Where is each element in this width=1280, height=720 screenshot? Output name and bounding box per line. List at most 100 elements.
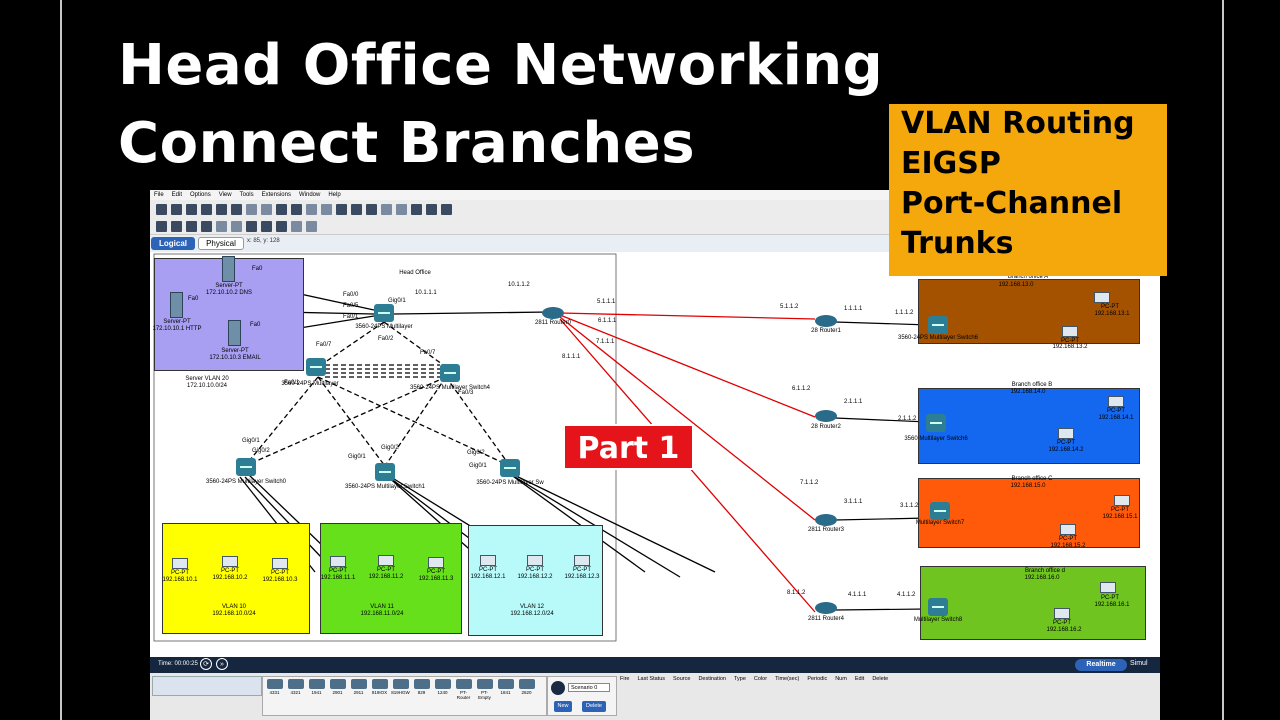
pc-icon[interactable]	[527, 555, 543, 566]
redo-icon[interactable]	[321, 203, 332, 215]
pc-icon[interactable]	[574, 555, 590, 566]
notes-icon[interactable]	[411, 203, 422, 215]
pc-icon[interactable]	[1062, 326, 1078, 337]
paste-icon[interactable]	[291, 203, 302, 215]
simple-pdu-icon[interactable]	[291, 220, 302, 232]
pc-icon[interactable]	[1114, 495, 1130, 506]
router3-icon[interactable]	[815, 514, 837, 528]
copy-icon[interactable]	[276, 203, 287, 215]
pc-icon[interactable]	[222, 556, 238, 567]
note-icon[interactable]	[216, 220, 227, 232]
pc-icon[interactable]	[1058, 428, 1074, 439]
device-categories[interactable]	[152, 676, 262, 696]
pc-icon[interactable]	[1094, 292, 1110, 303]
wizard-icon[interactable]	[261, 203, 272, 215]
router1-icon[interactable]	[815, 315, 837, 329]
select-icon[interactable]	[156, 220, 167, 232]
branch-b-switch-icon[interactable]	[926, 414, 946, 432]
menu-file[interactable]: File	[154, 192, 164, 198]
menu-window[interactable]: Window	[298, 192, 321, 198]
device-item[interactable]: 829	[412, 679, 431, 695]
device-item[interactable]: 1240	[433, 679, 452, 695]
router2-icon[interactable]	[815, 410, 837, 424]
drawing-palette-icon[interactable]	[381, 203, 392, 215]
link-ip-label: 2.1.1.2	[898, 416, 917, 422]
line-icon[interactable]	[231, 220, 242, 232]
complex-pdu-icon[interactable]	[306, 220, 317, 232]
custom-device-icon[interactable]	[396, 203, 407, 215]
print-icon[interactable]	[216, 203, 227, 215]
resize-icon[interactable]	[201, 220, 212, 232]
menu-edit[interactable]: Edit	[171, 192, 183, 198]
pc-icon[interactable]	[1054, 608, 1070, 619]
power-cycle-icon[interactable]: ⟳	[200, 658, 212, 670]
router4-label: 2811 Router4	[808, 616, 844, 622]
scenario-select[interactable]: Scenario 0	[568, 683, 610, 692]
device-item[interactable]: 4331	[265, 679, 284, 695]
router4-icon[interactable]	[815, 602, 837, 616]
rectangle-icon[interactable]	[246, 220, 257, 232]
zoom-out-icon[interactable]	[366, 203, 377, 215]
device-item[interactable]: 1841	[496, 679, 515, 695]
dist-left-switch-icon[interactable]	[306, 358, 326, 376]
pc-icon[interactable]	[272, 558, 288, 569]
delete-icon[interactable]	[186, 220, 197, 232]
branch-d-switch-icon[interactable]	[928, 598, 948, 616]
access-switch2-icon[interactable]	[500, 459, 520, 477]
delete-scenario-button[interactable]: Delete	[582, 701, 606, 712]
info-icon[interactable]	[231, 203, 242, 215]
menu-tools[interactable]: Tools	[239, 192, 254, 198]
pc-icon[interactable]	[1100, 582, 1116, 593]
save-as-icon[interactable]	[201, 203, 212, 215]
access-switch1-icon[interactable]	[375, 463, 395, 481]
branch-a-switch-icon[interactable]	[928, 316, 948, 334]
ellipse-icon[interactable]	[261, 220, 272, 232]
server-dns-icon[interactable]	[222, 256, 235, 282]
pc-icon[interactable]	[330, 556, 346, 567]
inspect-icon[interactable]	[171, 220, 182, 232]
device-item[interactable]: 2911	[349, 679, 368, 695]
device-item[interactable]: 819HGW	[391, 679, 410, 695]
pc-name: PC-PT	[221, 568, 239, 574]
menu-help[interactable]: Help	[328, 192, 341, 198]
image-icon[interactable]	[441, 203, 452, 215]
freeform-icon[interactable]	[276, 220, 287, 232]
new-icon[interactable]	[156, 203, 167, 215]
new-scenario-button[interactable]: New	[554, 701, 572, 712]
pc-icon[interactable]	[1060, 524, 1076, 535]
dist-right-switch-icon[interactable]	[440, 364, 460, 382]
device-item[interactable]: PT-Empty	[475, 679, 494, 700]
access-switch0-icon[interactable]	[236, 458, 256, 476]
device-item[interactable]: 819IOX	[370, 679, 389, 695]
realtime-mode-button[interactable]: Realtime	[1075, 659, 1127, 671]
save-icon[interactable]	[186, 203, 197, 215]
pc-icon[interactable]	[378, 555, 394, 566]
menu-extensions[interactable]: Extensions	[261, 192, 291, 198]
pc-icon[interactable]	[480, 555, 496, 566]
server-email-icon[interactable]	[228, 320, 241, 346]
device-item[interactable]: PT-Router	[454, 679, 473, 700]
tab-logical[interactable]: Logical	[151, 237, 195, 250]
server-http-icon[interactable]	[170, 292, 183, 318]
network-icon[interactable]	[246, 203, 257, 215]
tab-physical[interactable]: Physical	[198, 237, 244, 250]
view-icon[interactable]	[426, 203, 437, 215]
device-item[interactable]: 1941	[307, 679, 326, 695]
fast-forward-icon[interactable]: »	[216, 658, 228, 670]
undo-icon[interactable]	[306, 203, 317, 215]
simulation-mode-button[interactable]: Simul	[1130, 660, 1148, 667]
pc-icon[interactable]	[1108, 396, 1124, 407]
router0-icon[interactable]	[542, 307, 564, 321]
device-item[interactable]: 2620	[517, 679, 536, 695]
menu-view[interactable]: View	[218, 192, 232, 198]
device-item[interactable]: 2901	[328, 679, 347, 695]
menu-options[interactable]: Options	[190, 192, 211, 198]
open-icon[interactable]	[171, 203, 182, 215]
pc-icon[interactable]	[172, 558, 188, 569]
zoom-reset-icon[interactable]	[351, 203, 362, 215]
core-switch-icon[interactable]	[374, 304, 394, 322]
zoom-in-icon[interactable]	[336, 203, 347, 215]
pc-icon[interactable]	[428, 557, 444, 568]
branch-c-switch-icon[interactable]	[930, 502, 950, 520]
device-item[interactable]: 4321	[286, 679, 305, 695]
